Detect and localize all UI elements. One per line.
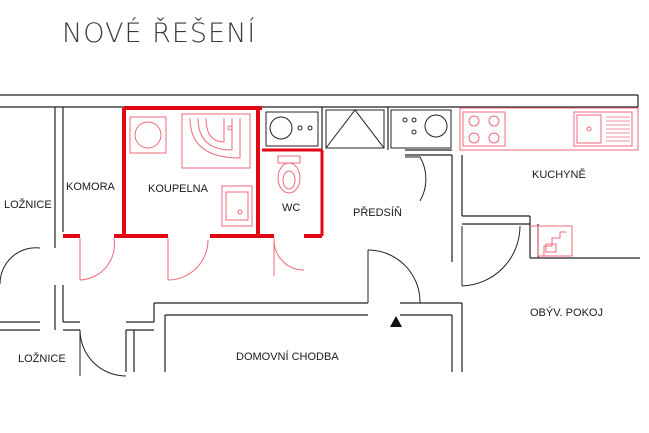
hall-cabinet-icon [325, 109, 385, 149]
stairs-icon [537, 225, 573, 257]
room-label-domovni-chodba: DOMOVNÍ CHODBA [236, 350, 339, 363]
wc-sink-icon [265, 111, 319, 147]
room-label-kuchyne: KUCHYNĚ [532, 168, 586, 181]
black-door-swings [0, 156, 521, 377]
cooktop-icon [462, 111, 506, 147]
kitchen-partition-walls [321, 107, 640, 262]
kitchen-counter [459, 107, 639, 151]
room-label-predsin: PŘEDSÍŇ [353, 206, 402, 219]
washing-machine-icon [129, 116, 167, 154]
entrance-arrow-icon [390, 316, 402, 327]
kitchen-sink-icon [573, 111, 633, 147]
left-partition-walls [0, 107, 154, 372]
room-label-komora: KOMORA [66, 181, 116, 193]
room-label-wc: WC [282, 202, 300, 214]
room-label-loznice-top: LOŽNICE [4, 198, 52, 211]
corridor-walls [153, 302, 463, 372]
new-bathroom-walls [63, 106, 324, 238]
shower-tray-icon [181, 113, 251, 169]
room-label-obyv-pokoj: OBÝV. POKOJ [530, 306, 603, 319]
room-label-koupelna: KOUPELNA [148, 183, 209, 195]
washbasin-icon [221, 185, 253, 227]
exterior-top-wall [0, 94, 639, 108]
stove-icon [390, 109, 452, 149]
toilet-icon [277, 155, 301, 194]
room-label-loznice-bottom: LOŽNICE [18, 352, 66, 365]
page-title: NOVÉ ŘEŠENÍ [62, 18, 257, 49]
